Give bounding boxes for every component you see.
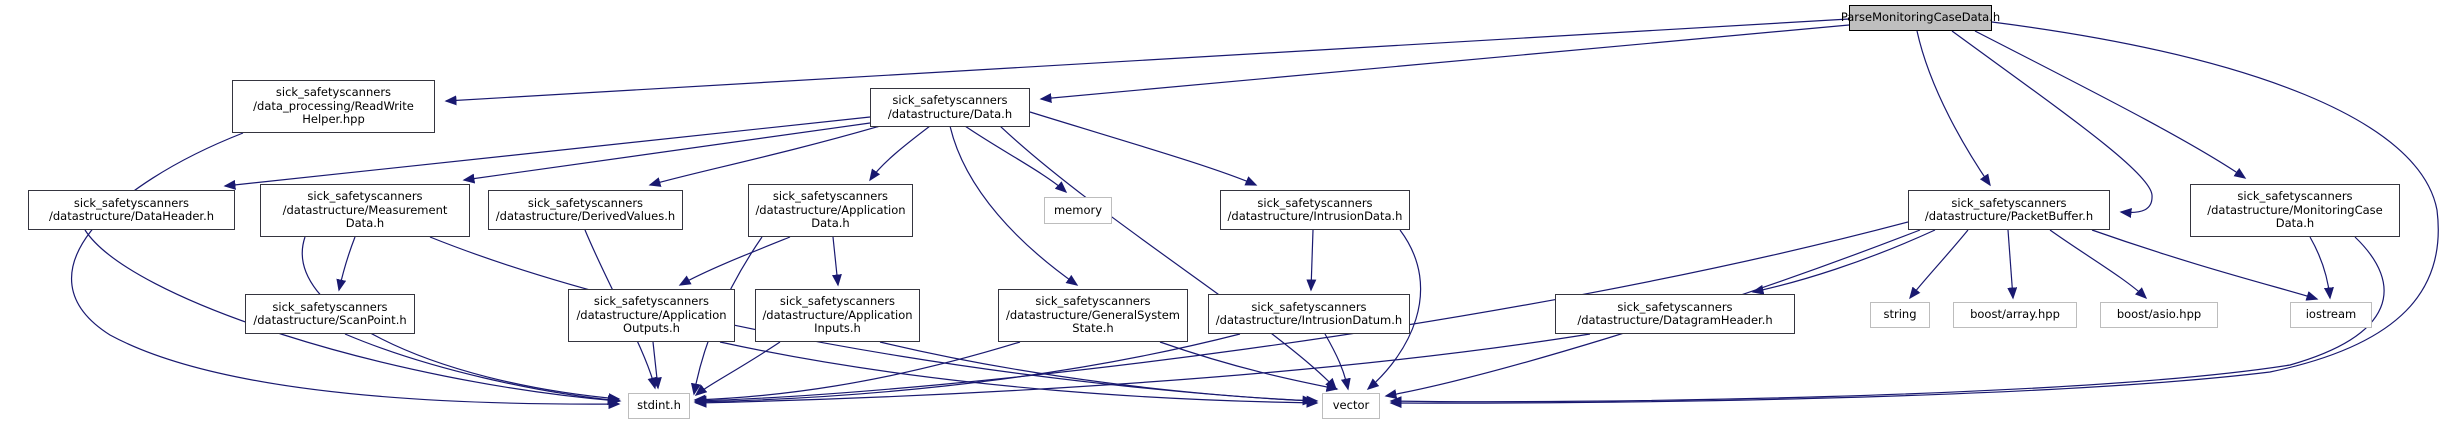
edge-datagramheader-stdint [694,333,1591,408]
edge-data-memory [964,125,1068,194]
node-application-outputs[interactable]: sick_safetyscanners /datastructure/Appli… [568,289,735,342]
edge-packetbuffer-boostarray [2007,229,2018,300]
node-parse-monitoring-case-data[interactable]: ParseMonitoringCaseData.h [1841,5,2000,31]
edge-parse-monitoringcase [1974,30,2247,179]
node-derived-values[interactable]: sick_safetyscanners /datastructure/Deriv… [488,190,683,230]
node-measurement-data[interactable]: sick_safetyscanners /datastructure/Measu… [260,184,470,237]
edge-parse-packetbuffer-2 [1951,30,2153,218]
node-boost-array[interactable]: boost/array.hpp [1953,302,2077,328]
edge-outputs-vector [719,341,1319,408]
node-datagram-header[interactable]: sick_safetyscanners /datastructure/Datag… [1555,294,1795,334]
edge-packetbuffer-boostasio [2049,229,2148,300]
node-stdint[interactable]: stdint.h [628,393,690,419]
edge-data-measurement [462,122,871,184]
node-string[interactable]: string [1870,302,1930,328]
edge-intrusiondata-vector [1366,229,1422,390]
edge-parse-readwritehelper [444,18,1850,106]
edge-monitoringcase-iostream [2309,236,2334,300]
edge-intrusiondata-intrusiondatum [1306,229,1317,292]
node-packet-buffer[interactable]: sick_safetyscanners /datastructure/Packe… [1908,190,2110,230]
node-scan-point[interactable]: sick_safetyscanners /datastructure/ScanP… [245,294,415,334]
edge-generalsystemstate-vector [1159,341,1339,392]
edge-inputs-stdint [694,341,781,396]
node-application-inputs[interactable]: sick_safetyscanners /datastructure/Appli… [755,289,920,342]
edge-data-vector [999,125,1338,391]
edge-packetbuffer-vector [1384,229,1921,400]
edge-data-generalsystemstate [949,125,1079,286]
edge-data-intrusiondata [1029,111,1258,186]
node-intrusion-data[interactable]: sick_safetyscanners /datastructure/Intru… [1220,190,1410,230]
edge-measurement-stdint [301,236,621,404]
edge-data-dataheader [223,116,871,190]
edge-generalsystemstate-stdint [693,341,1021,405]
node-boost-asio[interactable]: boost/asio.hpp [2100,302,2218,328]
edge-scanpoint-stdint [344,333,622,405]
node-general-system-state[interactable]: sick_safetyscanners /datastructure/Gener… [998,289,1188,342]
edge-applicationdata-outputs [678,236,791,286]
node-readwrite-helper[interactable]: sick_safetyscanners /data_processing/Rea… [232,80,435,133]
edge-packetbuffer-stdint [694,221,1909,406]
edge-parse-vector [1389,21,2439,409]
edge-packetbuffer-string [1909,229,1969,300]
node-intrusion-datum[interactable]: sick_safetyscanners /datastructure/Intru… [1208,294,1410,334]
edge-parse-data [1039,24,1850,104]
edge-outputs-stdint [651,341,662,390]
node-application-data[interactable]: sick_safetyscanners /datastructure/Appli… [748,184,913,237]
edge-packetbuffer-iostream [2091,229,2319,301]
edge-data-applicationdata [869,125,931,182]
node-memory[interactable]: memory [1044,197,1112,224]
node-data[interactable]: sick_safetyscanners /datastructure/Data.… [870,88,1030,127]
edge-dataheader-stdint [84,229,620,406]
edge-measurement-scanpoint [336,236,356,292]
node-data-header[interactable]: sick_safetyscanners /datastructure/DataH… [28,190,235,230]
edge-parse-packetbuffer [1916,30,1991,187]
edge-packetbuffer-datagramheader [1751,229,1936,295]
edge-data-derivedvalues [648,125,881,187]
edge-monitoringcase-vector [1389,236,2385,407]
node-iostream[interactable]: iostream [2290,302,2372,328]
node-vector[interactable]: vector [1322,393,1380,419]
edge-intrusiondatum-vector [1324,333,1351,391]
edge-inputs-vector [879,341,1319,406]
node-monitoring-case-data[interactable]: sick_safetyscanners /datastructure/Monit… [2190,184,2400,237]
edge-intrusiondatum-stdint [693,333,1241,407]
edge-applicationdata-inputs [831,236,842,287]
